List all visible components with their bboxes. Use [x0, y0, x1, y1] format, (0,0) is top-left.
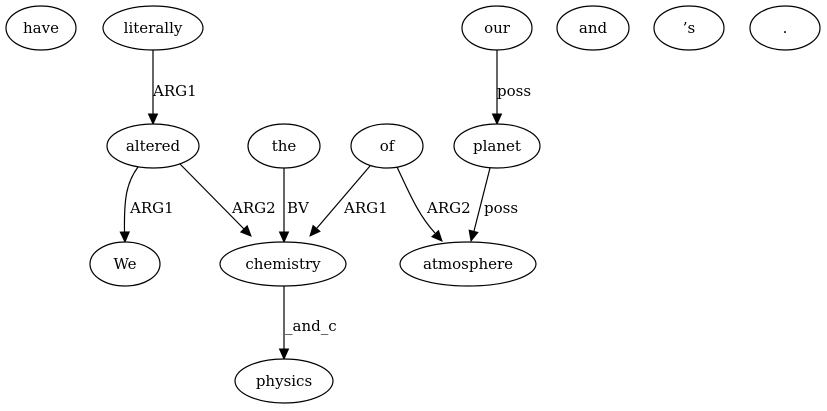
- edge-line: [179, 163, 245, 230]
- edge-line: [123, 166, 139, 233]
- arrowhead-icon: [278, 348, 290, 361]
- node-physics: physics: [234, 358, 334, 404]
- node-label: of: [380, 137, 396, 155]
- node-label: chemistry: [245, 255, 321, 273]
- edge-label: ARG1: [152, 82, 197, 100]
- node-label: altered: [126, 137, 181, 155]
- node-We: We: [89, 241, 161, 287]
- edge-of-chemistry: ARG1: [309, 165, 388, 237]
- edge-literally-altered: ARG1: [147, 50, 197, 126]
- edge-line: [473, 167, 491, 232]
- node-ellipse: [556, 5, 630, 51]
- node-label: We: [113, 255, 136, 273]
- node-literally: literally: [102, 5, 204, 51]
- node-period: .: [749, 5, 821, 51]
- edge-label: ARG2: [231, 199, 276, 217]
- edge-the-chemistry: BV: [278, 168, 310, 244]
- nodes-layer: have literally our and ’s. altered the of planet…: [5, 5, 821, 404]
- node-label: physics: [256, 372, 312, 390]
- node-ellipse: [247, 123, 321, 169]
- edge-chemistry-physics: _and_c: [278, 286, 337, 361]
- node-label: ’s: [683, 19, 695, 37]
- edge-altered-We: ARG1: [119, 166, 174, 244]
- edge-of-atmosphere: ARG2: [396, 166, 471, 242]
- arrowhead-icon: [309, 224, 321, 237]
- node-planet: planet: [453, 123, 541, 169]
- arrowhead-icon: [431, 229, 443, 242]
- arrowhead-icon: [119, 231, 131, 244]
- edge-line: [316, 165, 371, 229]
- arrowhead-icon: [468, 229, 479, 243]
- node-and: and: [556, 5, 630, 51]
- node-label: our: [484, 19, 511, 37]
- node-ellipse: [453, 123, 541, 169]
- node-label: .: [783, 19, 788, 37]
- arrowhead-icon: [239, 224, 252, 237]
- node-ellipse: [461, 5, 533, 51]
- node-ellipse: [219, 241, 347, 287]
- node-ellipse: [106, 123, 200, 169]
- edge-label: BV: [287, 199, 310, 217]
- node-ellipse: [749, 5, 821, 51]
- node-atmosphere: atmosphere: [399, 241, 537, 287]
- node-ellipse: [5, 5, 77, 51]
- edge-label: ARG1: [343, 199, 388, 217]
- node-of: of: [350, 123, 424, 169]
- edge-label: poss: [484, 199, 518, 217]
- node-ellipse: [350, 123, 424, 169]
- edge-label: ARG2: [426, 199, 471, 217]
- node-ellipse: [653, 5, 725, 51]
- node-ellipse: [102, 5, 204, 51]
- edge-label: ARG1: [129, 199, 174, 217]
- node-label: literally: [124, 19, 183, 37]
- node-have: have: [5, 5, 77, 51]
- node-ellipse: [399, 241, 537, 287]
- edge-altered-chemistry: ARG2: [179, 163, 276, 237]
- edge-label: _and_c: [285, 317, 337, 335]
- node-label: atmosphere: [423, 255, 513, 273]
- node-the: the: [247, 123, 321, 169]
- node-label: and: [579, 19, 608, 37]
- node-our: our: [461, 5, 533, 51]
- edge-planet-atmosphere: poss: [468, 167, 518, 243]
- arrowhead-icon: [147, 113, 159, 126]
- edge-our-planet: poss: [491, 50, 531, 126]
- node-altered: altered: [106, 123, 200, 169]
- edge-line: [396, 166, 436, 234]
- edge-label: poss: [497, 82, 531, 100]
- node-label: planet: [473, 137, 521, 155]
- node-label: have: [23, 19, 59, 37]
- node-label: the: [272, 137, 297, 155]
- arrowhead-icon: [278, 231, 290, 244]
- arrowhead-icon: [491, 113, 503, 126]
- node-ellipse: [234, 358, 334, 404]
- node-ellipse: [89, 241, 161, 287]
- node-s: ’s: [653, 5, 725, 51]
- node-chemistry: chemistry: [219, 241, 347, 287]
